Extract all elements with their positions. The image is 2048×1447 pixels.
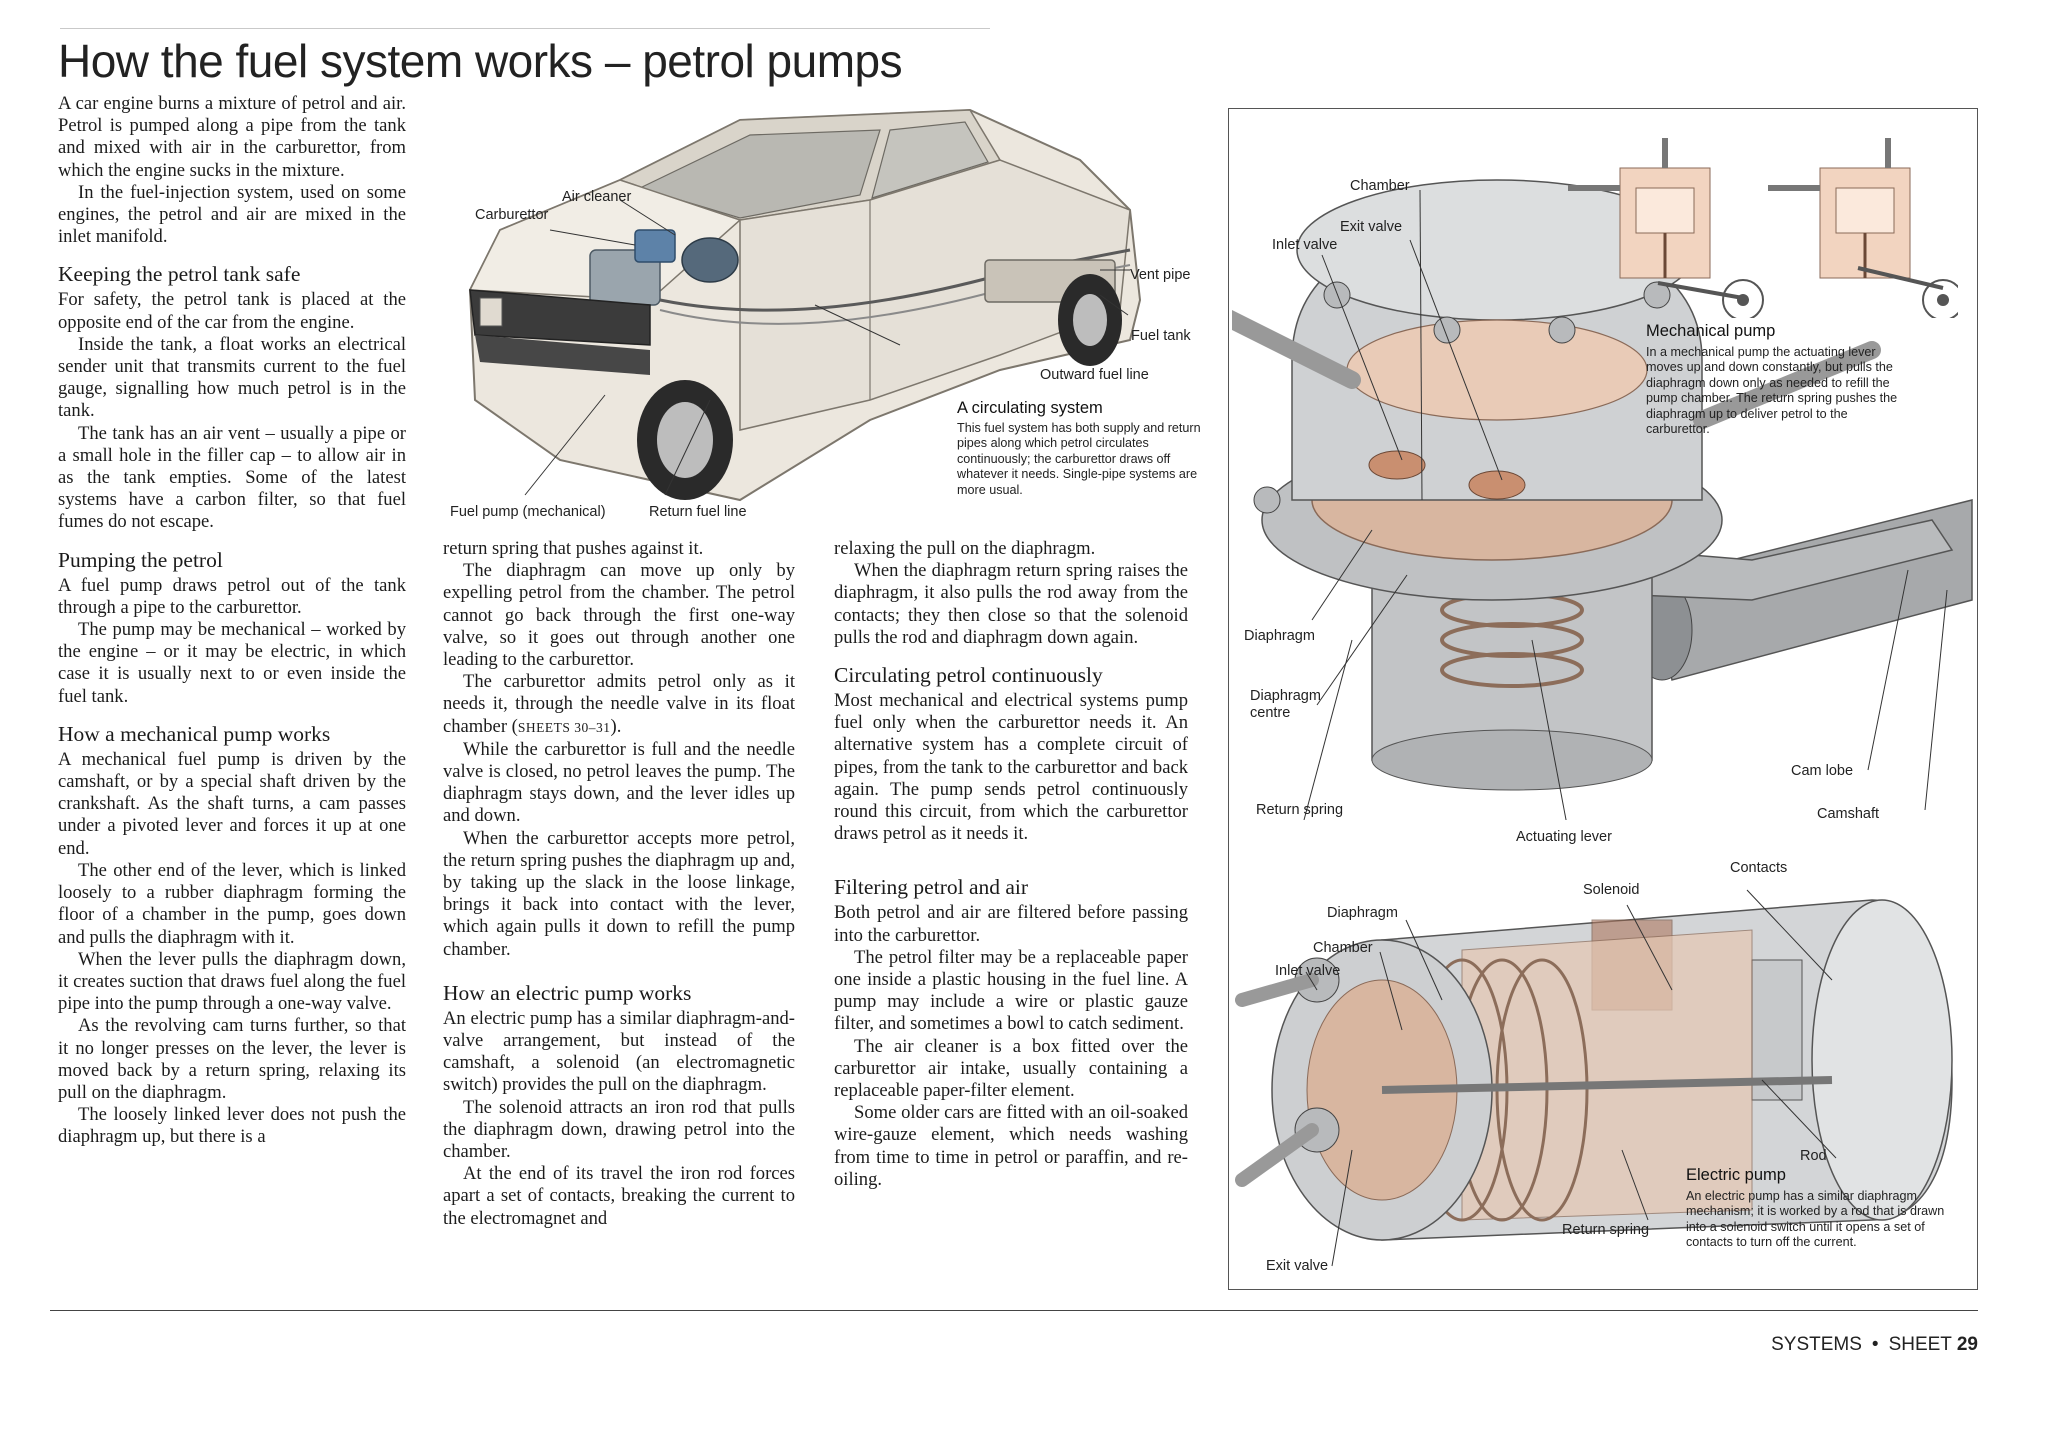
- paragraph: The diaphragm can move up only by expell…: [443, 560, 795, 671]
- mechanical-pump-illustration: [1232, 179, 1973, 820]
- column-2: return spring that pushes against it. Th…: [443, 538, 795, 1230]
- paragraph: When the lever pulls the diaphragm down,…: [58, 948, 406, 1015]
- paragraph: As the revolving cam turns further, so t…: [58, 1015, 406, 1103]
- circulating-caption-title: A circulating system: [957, 399, 1103, 417]
- paragraph: The other end of the lever, which is lin…: [58, 859, 406, 948]
- paragraph: Both petrol and air are filtered before …: [834, 902, 1188, 946]
- paragraph: A fuel pump draws petrol out of the tank…: [58, 574, 406, 618]
- section-heading-circulating: Circulating petrol continuously: [834, 663, 1103, 688]
- car-label-fuel-pump: Fuel pump (mechanical): [450, 504, 606, 520]
- mech-label-diaphragm-centre-line1: Diaphragm: [1250, 688, 1321, 704]
- footer-sheet-number: 29: [1956, 1334, 1978, 1355]
- paragraph: When the carburettor accepts more petrol…: [443, 827, 795, 960]
- car-label-vent-pipe: Vent pipe: [1130, 267, 1191, 283]
- mechanical-caption-body: In a mechanical pump the actuating lever…: [1646, 345, 1898, 437]
- mech-label-diaphragm-centre-line2: centre: [1250, 705, 1291, 721]
- paragraph: The petrol filter may be a replaceable p…: [834, 946, 1188, 1035]
- paragraph-text: The carburettor admits petrol only as it…: [443, 671, 795, 737]
- car-fuel-system-illustration: [468, 108, 1142, 502]
- car-label-return-fuel-line: Return fuel line: [649, 504, 747, 520]
- elec-label-diaphragm: Diaphragm: [1327, 905, 1398, 921]
- mech-label-return-spring: Return spring: [1256, 802, 1344, 818]
- mech-label-cam-lobe: Cam lobe: [1791, 763, 1854, 779]
- mech-label-actuating-lever: Actuating lever: [1516, 829, 1612, 845]
- paragraph: When the diaphragm return spring raises …: [834, 560, 1188, 648]
- elec-label-return-spring: Return spring: [1562, 1222, 1650, 1238]
- column-1: A car engine burns a mixture of petrol a…: [58, 93, 406, 1149]
- mech-label-chamber: Chamber: [1350, 178, 1410, 194]
- mech-label-diaphragm: Diaphragm: [1244, 628, 1315, 644]
- paragraph: While the carburettor is full and the ne…: [443, 738, 795, 827]
- paragraph: The tank has an air vent – usually a pip…: [58, 422, 406, 533]
- paragraph: In the fuel-injection system, used on so…: [58, 181, 406, 248]
- mech-label-inlet-valve: Inlet valve: [1272, 237, 1338, 253]
- elec-label-inlet-valve: Inlet valve: [1275, 963, 1341, 979]
- car-label-fuel-tank: Fuel tank: [1131, 328, 1191, 344]
- section-heading-electric: How an electric pump works: [443, 980, 692, 1005]
- electric-caption-body: An electric pump has a similar diaphragm…: [1686, 1189, 1945, 1250]
- page-footer: SYSTEMS • SHEET 29: [1771, 1334, 1978, 1356]
- paragraph: The pump may be mechanical – worked by t…: [58, 619, 406, 707]
- paragraph: Inside the tank, a float works an electr…: [58, 333, 406, 422]
- paragraph: The air cleaner is a box fitted over the…: [834, 1035, 1188, 1102]
- elec-label-chamber: Chamber: [1313, 940, 1373, 956]
- paragraph-text: ).: [610, 715, 622, 737]
- paragraph: Most mechanical and electrical systems p…: [834, 690, 1188, 845]
- circulating-caption-body: This fuel system has both supply and ret…: [957, 421, 1201, 497]
- car-label-air-cleaner: Air cleaner: [562, 189, 632, 205]
- bottom-rule: [50, 1310, 1978, 1311]
- footer-separator: •: [1871, 1334, 1879, 1355]
- section-heading-mechanical: How a mechanical pump works: [58, 721, 331, 746]
- paragraph: For safety, the petrol tank is placed at…: [58, 289, 406, 333]
- paragraph: The loosely linked lever does not push t…: [58, 1104, 406, 1148]
- paragraph: A mechanical fuel pump is driven by the …: [58, 748, 406, 859]
- paragraph: An electric pump has a similar diaphragm…: [443, 1007, 795, 1096]
- elec-label-contacts: Contacts: [1730, 860, 1788, 876]
- paragraph: The solenoid attracts an iron rod that p…: [443, 1096, 795, 1163]
- section-heading-pumping: Pumping the petrol: [58, 547, 223, 572]
- footer-sheet-label: SHEET: [1888, 1334, 1952, 1355]
- mechanical-caption-title: Mechanical pump: [1646, 322, 1776, 340]
- top-rule: [60, 28, 990, 29]
- footer-section: SYSTEMS: [1771, 1334, 1862, 1355]
- mech-label-camshaft: Camshaft: [1817, 806, 1880, 822]
- section-heading-tank: Keeping the petrol tank safe: [58, 262, 301, 287]
- elec-label-solenoid: Solenoid: [1583, 882, 1640, 898]
- paragraph: return spring that pushes against it.: [443, 538, 704, 559]
- car-label-carburettor: Carburettor: [475, 207, 549, 223]
- elec-label-exit-valve: Exit valve: [1266, 1258, 1329, 1274]
- pump-diagram-frame: [1228, 108, 1978, 1290]
- paragraph: Some older cars are fitted with an oil-s…: [834, 1102, 1188, 1190]
- paragraph: The carburettor admits petrol only as it…: [443, 671, 795, 739]
- section-heading-filtering: Filtering petrol and air: [834, 875, 1029, 900]
- paragraph: relaxing the pull on the diaphragm.: [834, 538, 1096, 559]
- electric-pump-illustration: [1235, 889, 1953, 1267]
- sheet-reference: SHEETS 30–31: [517, 719, 611, 735]
- mech-label-exit-valve: Exit valve: [1340, 219, 1403, 235]
- paragraph: At the end of its travel the iron rod fo…: [443, 1163, 795, 1229]
- car-label-outward-fuel-line: Outward fuel line: [1040, 367, 1149, 383]
- column-3: relaxing the pull on the diaphragm. When…: [834, 538, 1188, 1191]
- elec-label-rod: Rod: [1800, 1148, 1827, 1164]
- mechanical-pump-stroke-diagrams: [1568, 138, 1958, 318]
- paragraph: A car engine burns a mixture of petrol a…: [58, 93, 406, 181]
- electric-caption-title: Electric pump: [1686, 1166, 1786, 1184]
- page-title: How the fuel system works – petrol pumps: [58, 35, 903, 87]
